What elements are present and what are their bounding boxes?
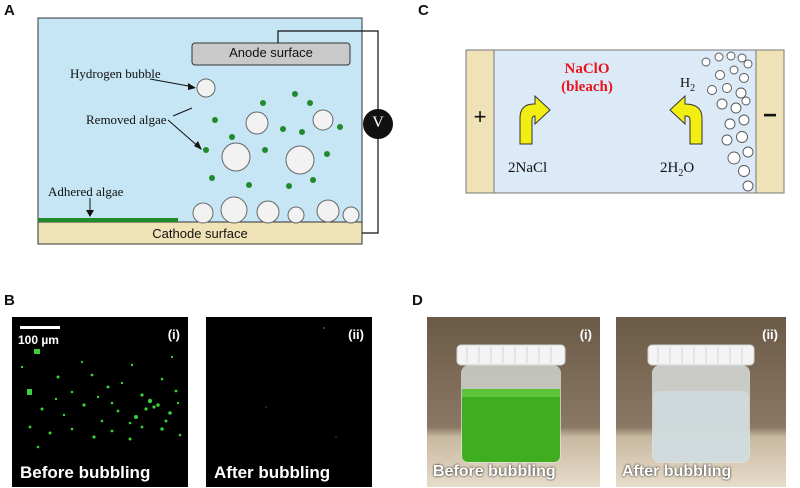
jar-before [456,344,566,463]
h2-subscript: 2 [690,82,696,94]
circuit-wire [277,30,379,234]
bleach-formula: NaClO [564,61,610,77]
jar-after [647,344,755,463]
scale-bar [20,326,60,329]
removed-algae-label: Removed algae [86,112,167,127]
panel-a-letter: A [4,2,15,19]
panel-c-letter: C [418,2,429,19]
micrograph-before: 100 µm (i) Before bubbling [12,317,188,487]
panel-d-letter: D [412,292,423,309]
positive-electrode [465,49,495,194]
voltmeter-icon [363,109,393,139]
water-subscript: 2 [678,168,684,179]
photo-after-index: (ii) [762,327,778,342]
right-reaction-arrow-icon [669,94,703,145]
left-reaction-arrow-icon [519,94,551,145]
micrograph-before-caption: Before bubbling [20,463,151,482]
water-base: 2H [660,160,679,176]
adhered-algae-label: Adhered algae [48,184,124,199]
cathode-label: Cathode surface [152,226,248,241]
micrograph-before-index: (i) [167,327,180,342]
adhered-algae-layer [38,218,178,222]
plus-sign: + [473,104,487,129]
anode-electrode [191,42,351,66]
bleach-name: (bleach) [561,79,613,95]
cell-water [465,49,757,194]
h2-base: H [680,76,691,91]
photo-before-caption: Before bubbling [433,463,556,480]
photo-before: (i) Before bubbling [427,317,600,487]
photo-after: (ii) After bubbling [616,317,786,487]
algae-speckles-before [20,349,182,449]
photo-before-index: (i) [579,327,592,342]
micrograph-after-index: (ii) [348,327,364,342]
negative-electrode [755,49,785,194]
bleach-product-label: NaClO (bleach) [532,60,642,96]
removed-algae-dots [203,91,343,189]
nacl-label: 2NaCl [508,160,548,176]
micrograph-after: (ii) After bubbling [206,317,372,487]
water-label: 2H2O [660,160,694,179]
anode-label: Anode surface [229,45,313,60]
hydrogen-bubbles [192,78,360,224]
algae-speckles-after [265,327,337,438]
scale-bar-label: 100 µm [18,333,59,347]
water-tail: O [683,160,695,176]
h2-label: H2 [680,76,695,94]
h2-bubbles [701,51,754,192]
panel-b-letter: B [4,292,15,309]
minus-sign: − [762,102,777,129]
hydrogen-bubble-label: Hydrogen bubble [70,66,161,81]
photo-after-caption: After bubbling [622,463,732,480]
voltmeter-label: V [372,114,384,131]
micrograph-after-caption: After bubbling [214,463,331,482]
